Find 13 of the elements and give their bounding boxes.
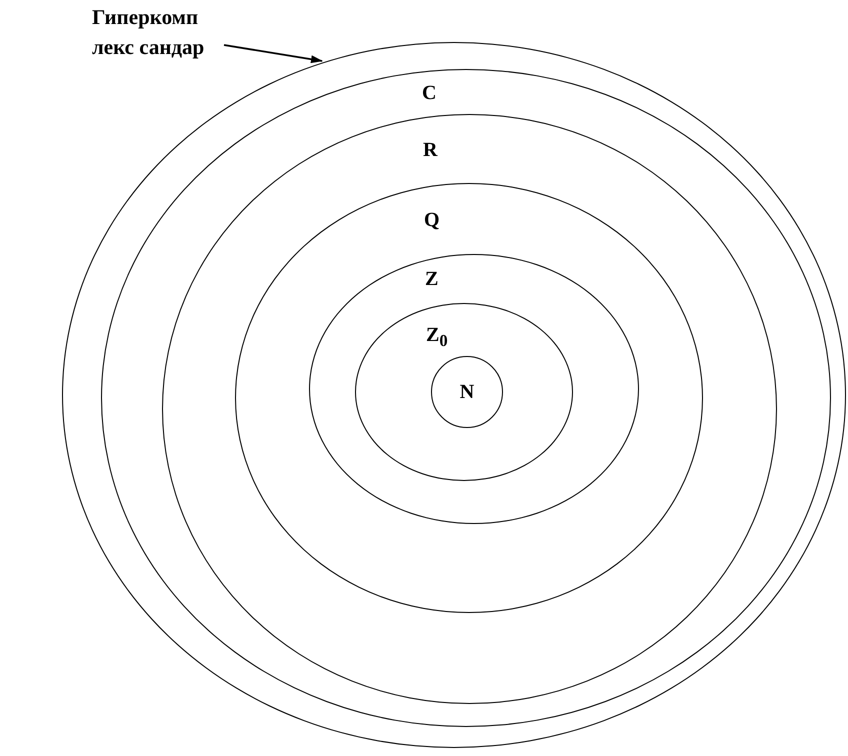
annotation-text: Гиперкомп лекс сандар <box>92 2 222 62</box>
set-label: N <box>460 381 474 403</box>
set-ellipse <box>162 114 777 704</box>
set-ellipse <box>431 356 503 428</box>
set-ellipse <box>235 183 703 613</box>
set-ellipse <box>309 254 639 524</box>
arrow <box>224 44 323 64</box>
set-label: Q <box>424 209 440 231</box>
set-label: R <box>423 139 438 161</box>
set-label: C <box>422 82 436 104</box>
set-label: Z <box>425 268 438 290</box>
set-ellipse <box>355 303 573 481</box>
set-label: Z$_{0}$ <box>426 324 448 352</box>
